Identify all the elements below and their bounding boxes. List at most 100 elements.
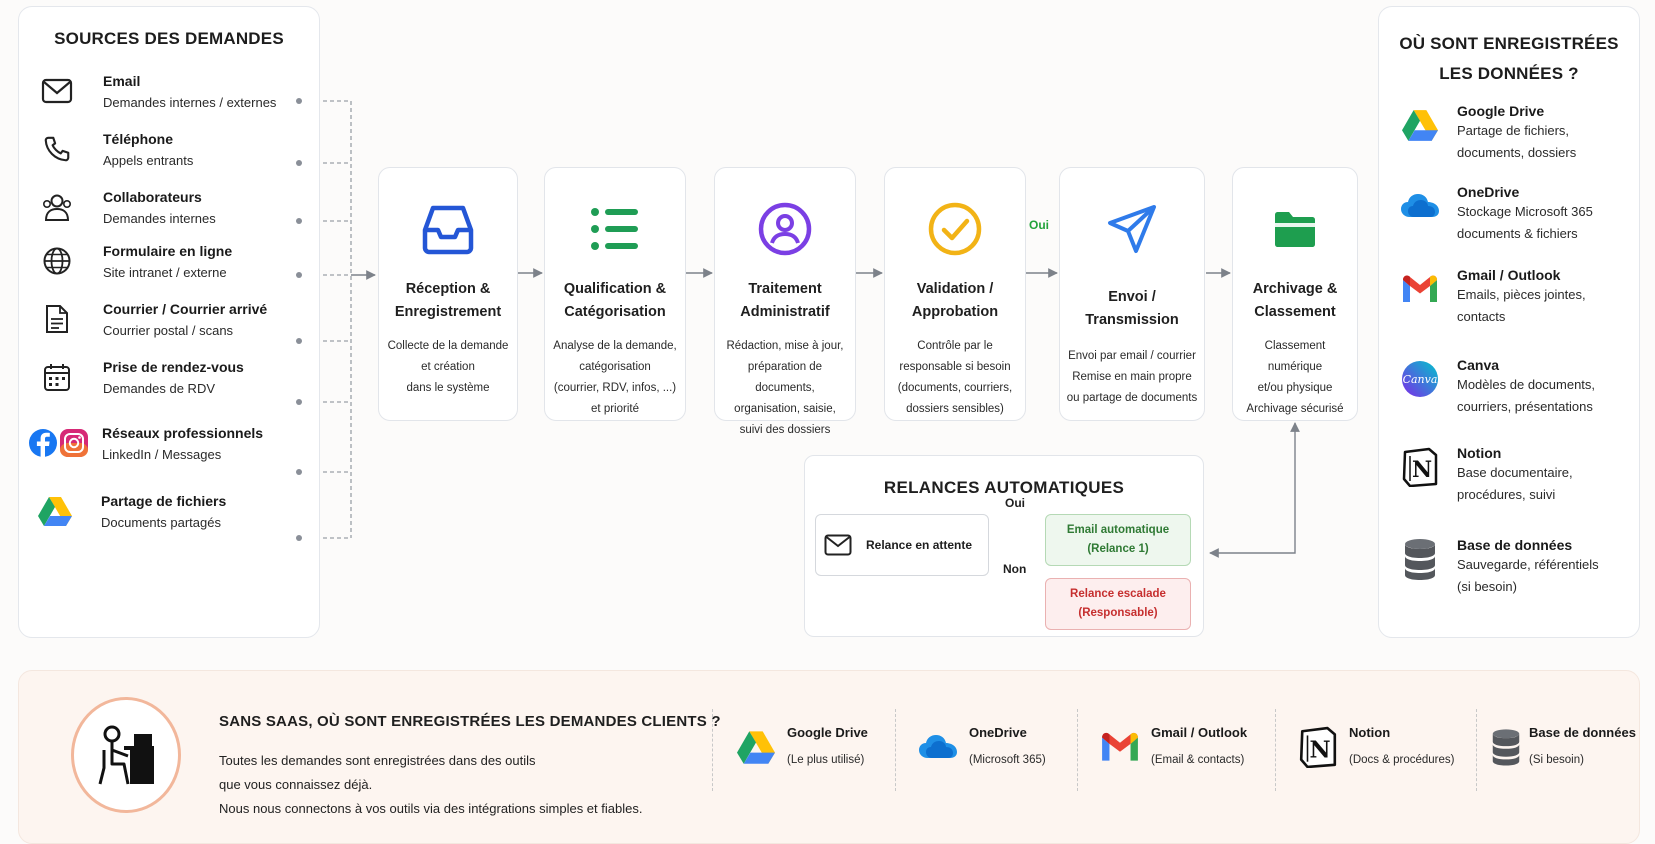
storage-title-line: OÙ SONT ENREGISTRÉES <box>1399 34 1619 53</box>
relance-escalade-box: Relance escalade (Responsable) <box>1045 578 1191 630</box>
bottom-tool-title: Base de données <box>1529 725 1636 740</box>
stage-desc: préparation de documents, <box>747 361 823 394</box>
storage-item-sub: Emails, pièces jointes, <box>1457 287 1586 302</box>
stage-desc: suivi des dossiers <box>739 424 831 436</box>
bottom-tool-sub: (Email & contacts) <box>1151 754 1245 766</box>
source-courrier: Courrier / Courrier arrivé Courrier post… <box>39 301 267 338</box>
stage-desc: dossiers sensibles) <box>906 403 1004 415</box>
storage-item-title: Gmail / Outlook <box>1457 267 1561 283</box>
person-at-desk-icon <box>71 697 181 813</box>
globe-icon <box>39 243 75 279</box>
stage-archivage: Archivage & Classement Classement numériq… <box>1232 167 1358 421</box>
instagram-icon <box>60 429 88 457</box>
gmail-icon <box>1099 725 1141 769</box>
storage-item-sub: procédures, suivi <box>1457 487 1556 502</box>
stage-title: Réception & <box>405 281 491 297</box>
stage-desc: catégorisation <box>579 361 651 373</box>
storage-item-title: Canva <box>1457 357 1500 373</box>
stage-title: Approbation <box>911 304 999 320</box>
source-title: Courrier / Courrier arrivé <box>103 301 268 317</box>
stage-desc: et/ou physique <box>1257 382 1333 394</box>
facebook-instagram-icons <box>28 425 90 461</box>
source-sub: Documents partagés <box>101 515 221 530</box>
storage-title-line: LES DONNÉES ? <box>1439 64 1579 83</box>
stage-desc: (documents, courriers, <box>897 382 1013 394</box>
connector-dot <box>296 535 302 541</box>
stage-reception: Réception &Enregistrement Collecte de la… <box>378 167 518 421</box>
mail-icon <box>824 534 852 556</box>
bottom-text-line: que vous connaissez déjà. <box>219 777 373 792</box>
storage-google-drive: Google Drive Partage de fichiers, docume… <box>1399 103 1576 163</box>
storage-item-sub: Stockage Microsoft 365 <box>1457 204 1593 219</box>
stage-title: Envoi / Transmission <box>1085 289 1179 328</box>
bottom-text-line: Nous nous connectons à vos outils via de… <box>219 801 643 816</box>
notion-icon: N <box>1399 445 1441 489</box>
source-sub: Courrier postal / scans <box>103 323 234 338</box>
stage-desc: Rédaction, mise à jour, <box>726 340 844 352</box>
source-title: Prise de rendez-vous <box>103 359 244 375</box>
stage-desc: Analyse de la demande, <box>553 340 677 352</box>
storage-panel: OÙ SONT ENREGISTRÉES LES DONNÉES ? Googl… <box>1378 6 1640 638</box>
inbox-icon <box>379 194 517 264</box>
source-title: Téléphone <box>103 131 174 147</box>
stage-desc: (courrier, RDV, infos, ...) <box>553 382 677 394</box>
svg-text:N: N <box>1412 457 1432 483</box>
connector-dot <box>296 399 302 405</box>
stage-desc: Remise en main propre <box>1072 371 1192 383</box>
facebook-icon <box>29 429 57 457</box>
bottom-band: SANS SAAS, OÙ SONT ENREGISTRÉES LES DEMA… <box>18 670 1640 844</box>
document-icon <box>39 301 75 337</box>
stage-title: Qualification & <box>563 281 667 297</box>
bottom-title: SANS SAAS, OÙ SONT ENREGISTRÉES LES DEMA… <box>219 713 721 730</box>
storage-item-sub: documents, dossiers <box>1457 145 1577 160</box>
stage-desc: Classement numérique <box>1264 340 1326 373</box>
stage-desc: Archivage sécurisé <box>1246 403 1344 415</box>
storage-item-sub: documents & fichiers <box>1457 226 1578 241</box>
relance-escalade-title: Relance escalade <box>1070 588 1166 600</box>
storage-item-title: Base de données <box>1457 537 1573 553</box>
stage-desc: et priorité <box>591 403 639 415</box>
stage-qualification: Qualification &Catégorisation Analyse de… <box>544 167 686 421</box>
storage-item-title: Google Drive <box>1457 103 1545 119</box>
email-icon <box>39 73 75 109</box>
stage-title: Archivage & <box>1252 281 1338 297</box>
divider <box>1476 709 1477 791</box>
relance-waiting-label: Relance en attente <box>866 538 973 552</box>
source-sub: LinkedIn / Messages <box>102 447 222 462</box>
source-phone: Téléphone Appels entrants <box>39 131 193 168</box>
storage-item-sub: Sauvegarde, référentiels <box>1457 557 1599 572</box>
source-title: Formulaire en ligne <box>103 243 233 259</box>
bottom-tool-sub: (Le plus utilisé) <box>787 754 865 766</box>
storage-gmail: Gmail / Outlook Emails, pièces jointes, … <box>1399 267 1586 327</box>
sources-title: SOURCES DES DEMANDES <box>54 29 284 48</box>
users-icon <box>39 189 75 225</box>
relances-title: RELANCES AUTOMATIQUES <box>883 478 1125 497</box>
storage-item-sub: Base documentaire, <box>1457 465 1573 480</box>
storage-item-sub: (si besoin) <box>1457 579 1517 594</box>
onedrive-icon <box>917 725 959 769</box>
canva-icon: Canva <box>1399 357 1441 401</box>
google-drive-icon <box>1399 103 1441 147</box>
source-email: Email Demandes internes / externes <box>39 73 276 110</box>
source-sub: Demandes internes <box>103 211 216 226</box>
source-title: Email <box>103 73 141 89</box>
source-collaborateurs: Collaborateurs Demandes internes <box>39 189 216 226</box>
storage-item-sub: courriers, présentations <box>1457 399 1593 414</box>
source-rdv: Prise de rendez-vous Demandes de RDV <box>39 359 244 396</box>
storage-item-title: OneDrive <box>1457 184 1520 200</box>
relance-auto-title: Email automatique <box>1066 524 1170 536</box>
relance-non-label: Non <box>1003 562 1027 576</box>
source-sub: Appels entrants <box>103 153 194 168</box>
storage-item-sub: Partage de fichiers, <box>1457 123 1570 138</box>
source-sub: Demandes de RDV <box>103 381 215 396</box>
list-icon <box>545 194 685 264</box>
storage-notion: N Notion Base documentaire, procédures, … <box>1399 445 1573 505</box>
bottom-tool-sub: (Docs & procédures) <box>1349 754 1455 766</box>
bottom-tool-title: OneDrive <box>969 725 1027 740</box>
source-partage: Partage de fichiers Documents partagés <box>37 493 226 530</box>
stage-title: Classement <box>1254 304 1336 320</box>
folder-icon <box>1233 194 1357 264</box>
phone-icon <box>39 131 75 167</box>
